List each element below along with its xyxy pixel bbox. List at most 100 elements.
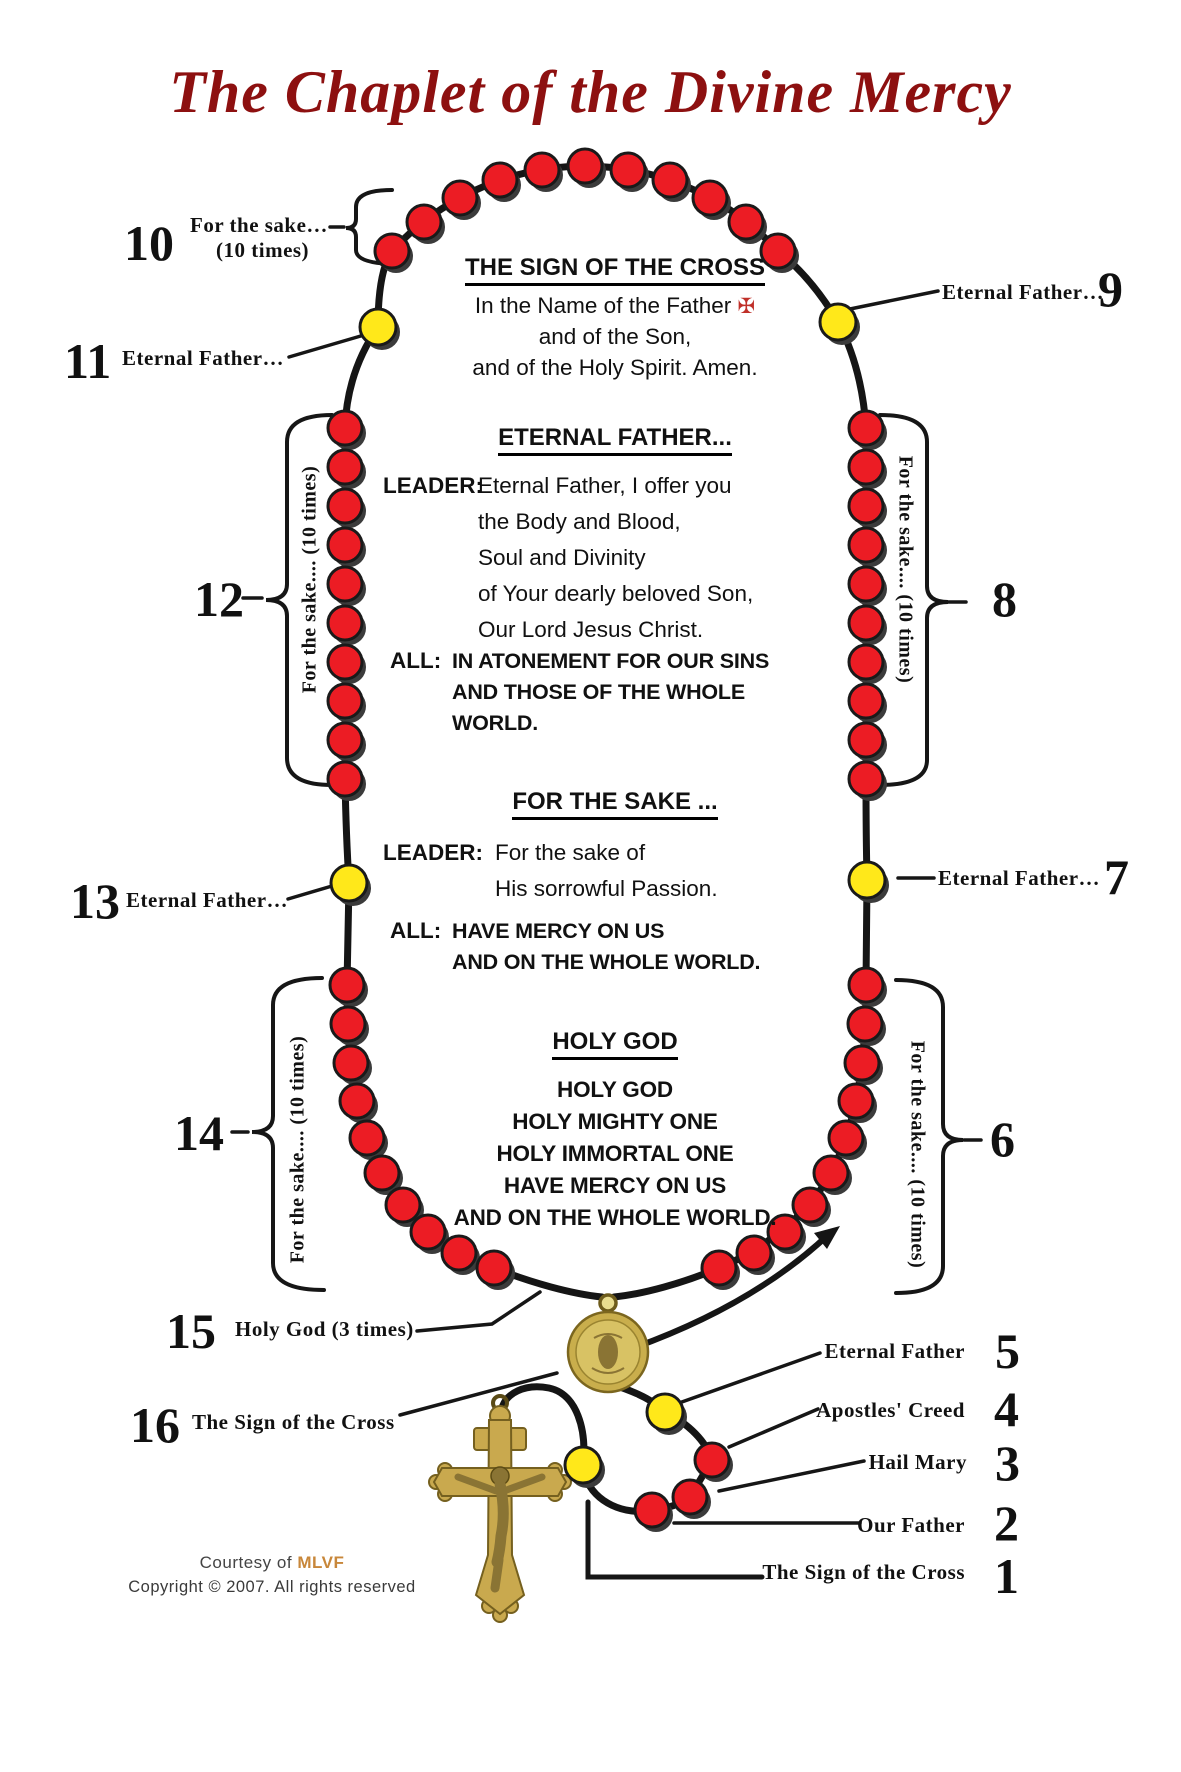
red-bead bbox=[326, 760, 364, 798]
red-bead bbox=[409, 1213, 447, 1251]
red-bead bbox=[847, 526, 885, 564]
callout-label-15: Holy God (3 times) bbox=[235, 1317, 414, 1341]
red-bead bbox=[847, 604, 885, 642]
red-bead bbox=[847, 487, 885, 525]
prayer-line: HOLY MIGHTY ONE bbox=[512, 1109, 718, 1134]
red-bead bbox=[700, 1249, 738, 1287]
red-bead bbox=[326, 448, 364, 486]
bracket-label-6: For the sake.... (10 times) bbox=[906, 1040, 929, 1269]
bracket-label-8: For the sake.... (10 times) bbox=[894, 455, 917, 684]
callout-number-1: 1 bbox=[994, 1548, 1019, 1604]
sign-of-cross-line2: and of the Son, bbox=[538, 324, 692, 349]
red-bead bbox=[441, 179, 479, 217]
red-bead bbox=[843, 1044, 881, 1082]
red-bead bbox=[481, 161, 519, 199]
red-bead bbox=[405, 203, 443, 241]
callout-label-4: Apostles' Creed bbox=[816, 1398, 965, 1422]
callout-label-13: Eternal Father… bbox=[126, 888, 289, 912]
red-bead bbox=[671, 1478, 709, 1516]
prayer-line: AND ON THE WHOLE WORLD. bbox=[453, 1205, 777, 1230]
prayer-line: HAVE MERCY ON US bbox=[452, 919, 665, 943]
callout-label-9: Eternal Father… bbox=[942, 280, 1105, 304]
medal bbox=[566, 1293, 650, 1394]
red-bead bbox=[338, 1082, 376, 1120]
callout-number-11: 11 bbox=[64, 333, 112, 389]
callout-label-5: Eternal Father bbox=[824, 1339, 965, 1363]
prayer-line: IN ATONEMENT FOR OUR SINS bbox=[452, 649, 770, 673]
prayer-line: Soul and Divinity bbox=[478, 545, 646, 570]
red-bead bbox=[847, 966, 885, 1004]
red-bead bbox=[329, 1005, 367, 1043]
callout-number-9: 9 bbox=[1098, 261, 1123, 317]
prayer-line: Eternal Father, I offer you bbox=[478, 473, 732, 498]
prayer-line: HOLY IMMORTAL ONE bbox=[496, 1141, 734, 1166]
red-bead bbox=[693, 1441, 731, 1479]
yellow-bead bbox=[358, 307, 398, 347]
sign-of-cross-line1: In the Name of the Father ✠ bbox=[474, 293, 756, 318]
prayer-line: His sorrowful Passion. bbox=[495, 876, 718, 901]
red-bead bbox=[846, 1005, 884, 1043]
prayer-line: AND THOSE OF THE WHOLE bbox=[452, 680, 746, 704]
red-cross-icon: ✠ bbox=[737, 295, 756, 318]
callout-label-10: For the sake… bbox=[190, 213, 328, 237]
prayer-line: HAVE MERCY ON US bbox=[503, 1173, 727, 1198]
red-bead bbox=[523, 151, 561, 189]
red-bead bbox=[326, 565, 364, 603]
holy-god-heading: HOLY GOD bbox=[395, 1028, 835, 1060]
for-the-sake-all-lines: HAVE MERCY ON US AND ON THE WHOLE WORLD. bbox=[452, 916, 761, 978]
bead-layer bbox=[326, 147, 889, 1532]
yellow-bead bbox=[645, 1392, 685, 1432]
red-bead bbox=[332, 1044, 370, 1082]
red-bead bbox=[384, 1186, 422, 1224]
sign-of-cross-line3: and of the Holy Spirit. Amen. bbox=[472, 355, 758, 380]
red-bead bbox=[326, 721, 364, 759]
bracket-14 bbox=[251, 976, 326, 1292]
callout-number-12: 12 bbox=[194, 571, 244, 627]
prayer-line: of Your dearly beloved Son, bbox=[478, 581, 754, 606]
red-bead bbox=[326, 409, 364, 447]
callout-number-15: 15 bbox=[166, 1303, 216, 1359]
red-bead bbox=[651, 161, 689, 199]
red-bead bbox=[847, 409, 885, 447]
red-bead bbox=[735, 1234, 773, 1272]
eternal-father-heading: ETERNAL FATHER... bbox=[395, 424, 835, 456]
prayer-line: AND ON THE WHOLE WORLD. bbox=[452, 950, 761, 974]
red-bead bbox=[691, 179, 729, 217]
prayer-line: Our Lord Jesus Christ. bbox=[478, 617, 704, 642]
callout-label-11: Eternal Father… bbox=[122, 346, 285, 370]
callout-number-14: 14 bbox=[174, 1105, 224, 1161]
callout-number-5: 5 bbox=[995, 1323, 1020, 1379]
red-bead bbox=[326, 604, 364, 642]
red-bead bbox=[847, 448, 885, 486]
red-bead bbox=[633, 1491, 671, 1529]
eternal-father-leader-lines: Eternal Father, I offer you the Body and … bbox=[478, 468, 753, 648]
corpus bbox=[454, 1466, 546, 1593]
callout-label-7: Eternal Father… bbox=[938, 866, 1101, 890]
callout-label-16: The Sign of the Cross bbox=[192, 1410, 395, 1434]
red-bead bbox=[847, 760, 885, 798]
leader-label: LEADER: bbox=[383, 473, 483, 498]
red-bead bbox=[363, 1154, 401, 1192]
callout-number-2: 2 bbox=[994, 1495, 1019, 1551]
for-the-sake-heading: FOR THE SAKE ... bbox=[395, 788, 835, 820]
all-label: ALL: bbox=[390, 648, 442, 673]
red-bead bbox=[827, 1119, 865, 1157]
red-bead bbox=[837, 1082, 875, 1120]
red-bead bbox=[326, 487, 364, 525]
red-bead bbox=[847, 565, 885, 603]
red-bead bbox=[609, 151, 647, 189]
bracket-label-12: For the sake.... (10 times) bbox=[298, 465, 321, 694]
courtesy-line: Courtesy of MLVF bbox=[199, 1553, 345, 1572]
bracket-10 bbox=[345, 188, 400, 266]
callout-label-3: Hail Mary bbox=[868, 1450, 967, 1474]
eternal-father-all-lines: IN ATONEMENT FOR OUR SINS AND THOSE OF TH… bbox=[452, 646, 769, 739]
callout-number-6: 6 bbox=[990, 1111, 1015, 1167]
callout-number-10: 10 bbox=[124, 215, 174, 271]
prayer-line: the Body and Blood, bbox=[478, 509, 681, 534]
red-bead bbox=[328, 966, 366, 1004]
red-bead bbox=[373, 232, 411, 270]
callout-number-4: 4 bbox=[994, 1381, 1019, 1437]
